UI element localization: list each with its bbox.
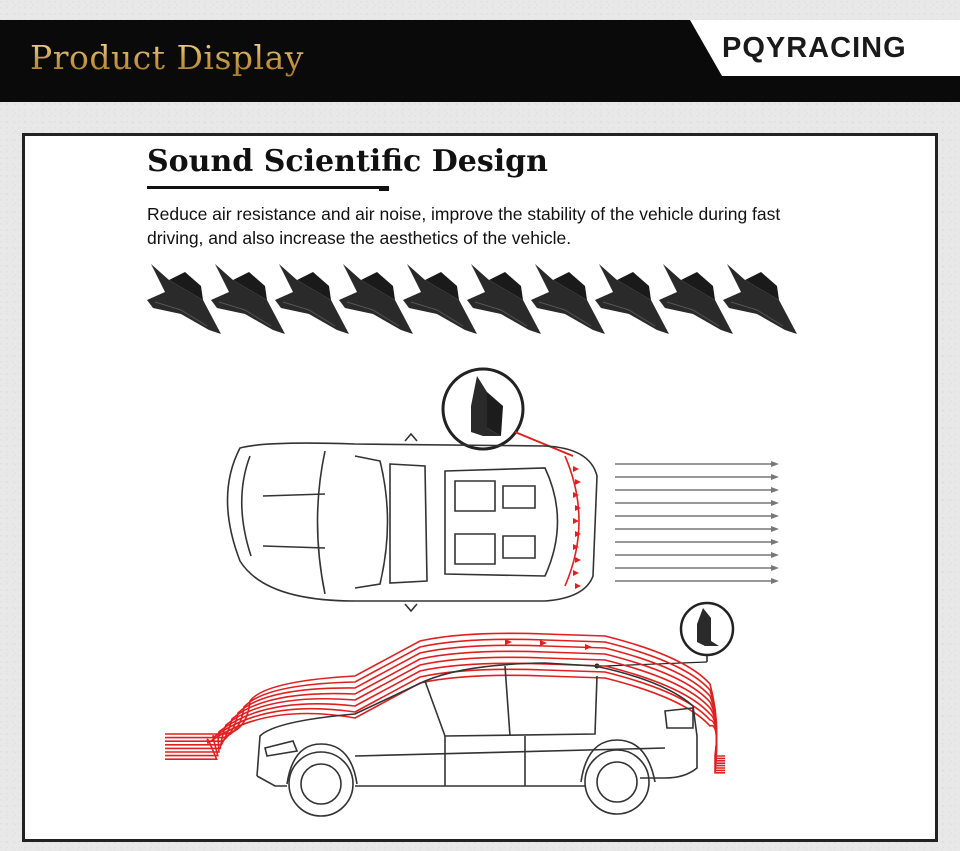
shark-fin-diffuser-icon bbox=[397, 256, 487, 346]
shark-fin-diffuser-icon bbox=[461, 256, 551, 346]
car-top-view bbox=[226, 432, 598, 613]
heading-underline bbox=[147, 186, 389, 189]
product-panel: Sound Scientific Design Reduce air resis… bbox=[22, 133, 938, 842]
airflow-illustration bbox=[165, 367, 779, 817]
brand-logo: PQYRACING bbox=[722, 32, 907, 64]
shark-fin-diffuser-icon bbox=[653, 256, 743, 346]
feature-description: Reduce air resistance and air noise, imp… bbox=[147, 204, 781, 248]
product-fin-row bbox=[141, 256, 821, 346]
airflow-arrows-gray bbox=[615, 461, 779, 584]
shark-fin-diffuser-icon bbox=[333, 256, 423, 346]
shark-fin-diffuser-icon bbox=[589, 256, 679, 346]
feature-heading: Sound Scientific Design bbox=[147, 144, 548, 179]
car-side-view bbox=[256, 662, 698, 817]
shark-fin-diffuser-icon bbox=[141, 256, 231, 346]
shark-fin-diffuser-icon bbox=[205, 256, 295, 346]
section-title: Product Display bbox=[30, 38, 304, 77]
heading-underline-accent bbox=[379, 188, 389, 191]
brand-tab bbox=[690, 20, 960, 76]
shark-fin-diffuser-icon bbox=[269, 256, 359, 346]
airflow-lines-red bbox=[165, 632, 725, 774]
shark-fin-diffuser-icon bbox=[717, 256, 807, 346]
fin-markers-top-view bbox=[573, 466, 581, 589]
fin-zoom-callout-side bbox=[594, 601, 735, 669]
shark-fin-diffuser-icon bbox=[525, 256, 615, 346]
fin-zoom-callout-top bbox=[441, 367, 574, 457]
